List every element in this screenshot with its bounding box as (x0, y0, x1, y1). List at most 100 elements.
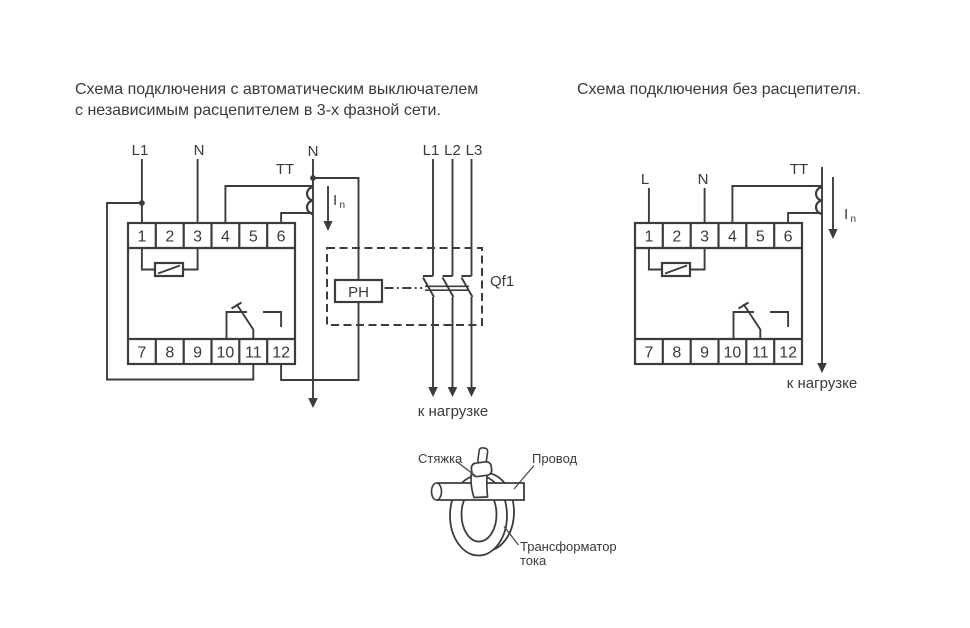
phase3-label: L3 (466, 142, 483, 159)
load-arrowhead (447, 387, 458, 397)
contact-tick (738, 301, 749, 310)
trip-coil-feed-wire (313, 177, 360, 280)
load-arrowhead (428, 387, 438, 397)
current-transformer-coil (814, 185, 823, 216)
trip-coil-return-wire (280, 302, 360, 381)
tie-head (470, 460, 493, 478)
terminal-number: 8 (672, 345, 681, 362)
contact-fixed-10 (732, 311, 754, 339)
terminal-number: 3 (193, 229, 202, 246)
terminal-number: 11 (245, 345, 262, 362)
relay-device: 1 2 3 4 5 6 7 8 9 10 11 12 (633, 221, 804, 366)
wire-label: Провод (532, 451, 578, 466)
current-label: I (333, 192, 337, 209)
transformer-leader-line (503, 526, 520, 546)
terminal-number: 11 (752, 345, 769, 362)
pole-lines (422, 159, 435, 388)
terminal-number: 6 (277, 229, 286, 246)
terminal-dividers-bottom (661, 339, 776, 364)
supply-element-wires (140, 248, 199, 271)
terminal-number: 12 (272, 345, 290, 362)
contact-blade (235, 303, 255, 339)
transformer-label-line2: тока (520, 553, 547, 568)
supply-element-diagonal (664, 264, 688, 275)
terminal-dividers-top (154, 223, 269, 248)
current-label: I (844, 206, 848, 223)
terminal-number: 9 (700, 345, 709, 362)
relay-contact (732, 301, 790, 339)
wire-end-cap (430, 482, 443, 501)
trip-unit-box (333, 278, 384, 304)
phase1-label: L1 (423, 142, 440, 159)
phase-label: L (641, 171, 649, 188)
breaker-pole-3 (460, 159, 477, 397)
terminal-number: 1 (137, 229, 146, 246)
terminal-number: 10 (724, 345, 742, 362)
left-scheme-title-line1: Схема подключения с автоматическим выклю… (75, 81, 478, 98)
terminal-number: 7 (137, 345, 146, 362)
neutral-label: N (194, 142, 205, 159)
breaker-assembly: РН Qf1 L1 L2 L3 (326, 142, 514, 397)
wire-leader-line (513, 465, 535, 490)
transformer-label-line1: Трансформатор (520, 539, 617, 554)
terminal-number: 3 (700, 229, 709, 246)
pole-lines (441, 159, 455, 388)
terminal-number: 6 (784, 229, 793, 246)
terminal-number: 5 (249, 229, 258, 246)
phase2-label: L2 (444, 142, 461, 159)
contact-fixed-12 (770, 311, 790, 327)
to-load-label: к нагрузке (418, 403, 488, 420)
left-scheme-title-line2: с независимым расцепителем в 3-х фазной … (75, 102, 441, 119)
current-arrowhead (828, 229, 838, 239)
tt-secondary-wire-6 (787, 212, 822, 223)
ct-detail-figure: Стяжка Провод Трансформатор тока (418, 447, 617, 568)
tt-label: ТТ (790, 161, 808, 178)
terminal-number: 2 (672, 229, 681, 246)
load-arrowhead (466, 387, 477, 397)
right-scheme-title: Схема подключения без расцепителя. (577, 81, 861, 98)
phase-loop-wire (106, 202, 255, 381)
current-label-sub: n (340, 200, 346, 211)
right-scheme: Схема подключения без расцепителя. L N 1… (577, 81, 861, 392)
load-arrowhead (817, 363, 827, 373)
current-label-sub: n (851, 214, 857, 225)
current-arrowhead (323, 221, 333, 231)
phase-label: L1 (132, 142, 149, 159)
tt-secondary-wire-6 (280, 212, 313, 223)
terminal-number: 8 (165, 345, 174, 362)
tie-label: Стяжка (418, 451, 463, 466)
terminal-number: 9 (193, 345, 202, 362)
terminal-number: 1 (644, 229, 653, 246)
junction-dot (139, 200, 145, 206)
contact-blade (742, 303, 762, 339)
terminal-number: 12 (779, 345, 797, 362)
tt-secondary-wire-4 (731, 185, 822, 223)
terminal-number: 7 (644, 345, 653, 362)
relay-contact (225, 301, 283, 339)
supply-element-wires (647, 248, 706, 271)
pole-lines (460, 159, 474, 388)
current-transformer-coil (305, 185, 314, 216)
tt-secondary-wire-4 (224, 185, 313, 223)
terminal-number: 10 (217, 345, 235, 362)
terminal-dividers-top (661, 223, 776, 248)
terminal-number: 4 (221, 229, 230, 246)
relay-device: 1 2 3 4 5 6 7 8 9 10 11 12 (126, 221, 297, 366)
terminal-number: 4 (728, 229, 737, 246)
left-scheme: Схема подключения с автоматическим выклю… (75, 81, 514, 420)
breaker-enclosure (326, 247, 483, 326)
supply-element-diagonal (157, 264, 181, 275)
to-load-label: к нагрузке (787, 375, 857, 392)
breaker-label: Qf1 (490, 273, 514, 290)
pole-link-bar (425, 285, 469, 291)
terminal-number: 5 (756, 229, 765, 246)
terminal-dividers-bottom (154, 339, 269, 364)
neutral-tt-label: N (308, 143, 319, 160)
trip-unit-label: РН (348, 284, 369, 301)
contact-tick (231, 301, 242, 310)
breaker-pole-1 (422, 159, 438, 397)
load-arrowhead (308, 398, 318, 408)
terminal-number: 2 (165, 229, 174, 246)
